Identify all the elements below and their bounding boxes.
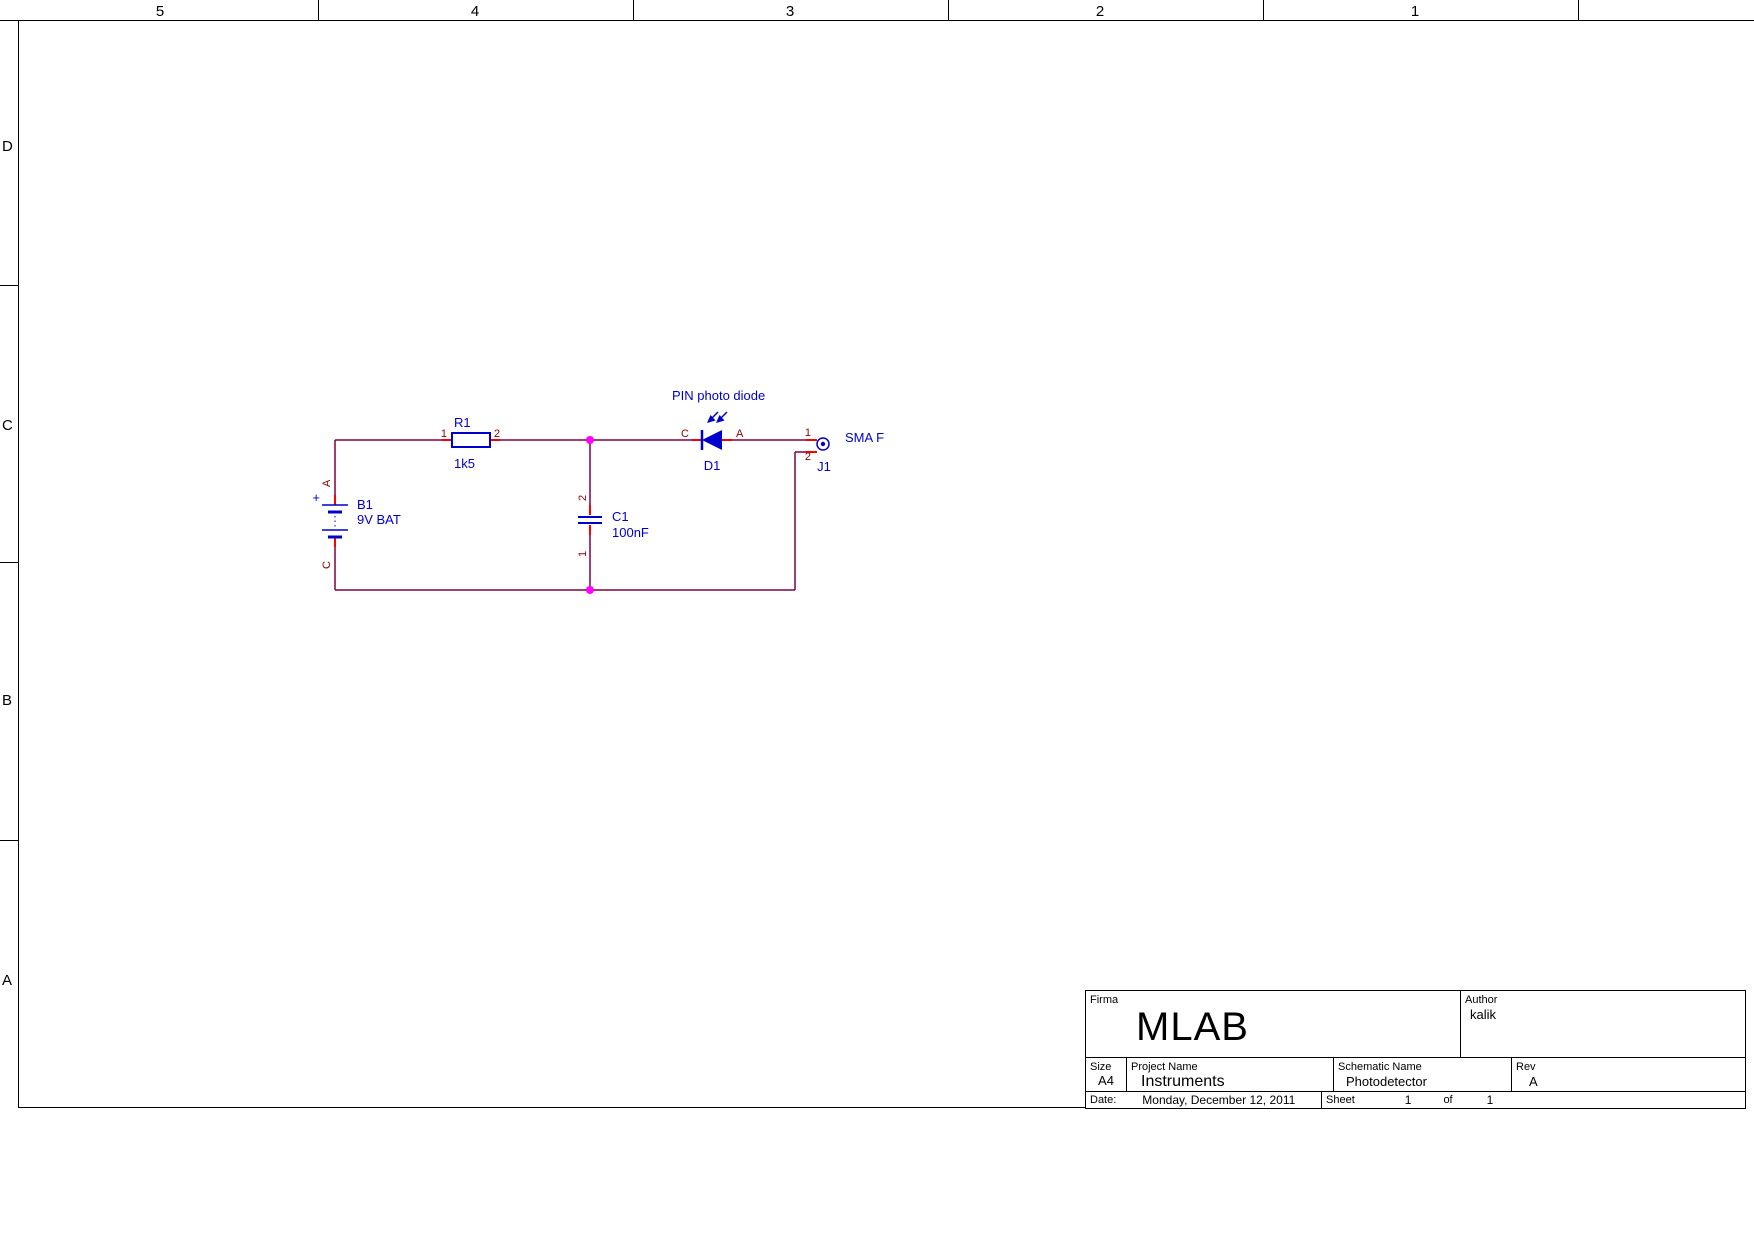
r1-pin2-label: 2 xyxy=(494,428,500,440)
c1-pin1-label: 1 xyxy=(577,551,589,557)
r1-pin1-label: 1 xyxy=(441,428,447,440)
pin-labels: 1 2 A C 2 1 C A 1 2 xyxy=(321,427,811,569)
b1-pin-a-label: A xyxy=(321,479,333,487)
date-cell: Date: Monday, December 12, 2011 xyxy=(1086,1092,1321,1108)
d1-triangle xyxy=(702,430,722,450)
frame-row-label-b: B xyxy=(2,692,12,709)
author-label: Author xyxy=(1465,994,1498,1006)
frame-col-label-1: 1 xyxy=(1411,3,1419,20)
schematic-name: Photodetector xyxy=(1346,1074,1427,1089)
c1-value: 100nF xyxy=(612,525,649,540)
frame-row-label-c: C xyxy=(2,417,13,434)
firma-cell: Firma MLAB xyxy=(1086,991,1460,1057)
j1-coax-center xyxy=(820,441,826,447)
junction-dot-top xyxy=(586,436,594,444)
j1-pin2-label: 2 xyxy=(805,451,811,463)
c1-refdes: C1 xyxy=(612,509,629,524)
title-block: Firma MLAB Author kalik Size A4 Project … xyxy=(1085,990,1746,1109)
b1-pin-c-label: C xyxy=(321,561,333,569)
project-cell: Project Name Instruments xyxy=(1126,1058,1333,1091)
schematic-name-label: Schematic Name xyxy=(1338,1061,1422,1073)
j1-value: SMA F xyxy=(845,430,884,445)
junction-dot-bottom xyxy=(586,586,594,594)
d1-photodiode-symbol xyxy=(700,411,728,450)
r1-refdes: R1 xyxy=(454,415,471,430)
d1-light-arrows-icon xyxy=(707,411,728,423)
date-label: Date: xyxy=(1090,1094,1117,1106)
b1-refdes: B1 xyxy=(357,497,373,512)
j1-refdes: J1 xyxy=(817,459,831,474)
c1-pin2-label: 2 xyxy=(577,495,589,501)
project-name: Instruments xyxy=(1141,1073,1225,1090)
size-label: Size xyxy=(1090,1061,1112,1073)
j1-pin1-label: 1 xyxy=(805,427,811,439)
title-block-row-date: Date: Monday, December 12, 2011 Sheet 1 … xyxy=(1086,1092,1745,1108)
frame-col-label-4: 4 xyxy=(471,3,479,20)
b1-battery-symbol xyxy=(322,504,348,539)
j1-connector-symbol xyxy=(816,437,830,451)
title-block-row-project: Size A4 Project Name Instruments Schemat… xyxy=(1086,1058,1745,1092)
frame-row-labels: D C B A xyxy=(2,138,13,989)
r1-resistor-body xyxy=(451,432,491,448)
rev-value: A xyxy=(1529,1074,1538,1089)
frame-row-label-a: A xyxy=(2,972,12,989)
frame-row-label-d: D xyxy=(2,138,13,155)
component-labels: R1 1k5 B1 9V BAT + C1 100nF D1 PIN photo… xyxy=(312,388,884,540)
sheet-label: Sheet xyxy=(1326,1094,1355,1106)
sheet-number: 1 xyxy=(1404,1093,1412,1107)
frame-column-labels: 5 4 3 2 1 xyxy=(156,3,1419,20)
b1-value: 9V BAT xyxy=(357,512,401,527)
author-name: kalik xyxy=(1470,1007,1497,1022)
light-arrow-head xyxy=(707,415,716,423)
d1-note: PIN photo diode xyxy=(672,388,765,403)
light-arrow-head xyxy=(716,415,725,423)
company-name: MLAB xyxy=(1136,1005,1249,1049)
frame-col-label-5: 5 xyxy=(156,3,164,20)
sheet-total: 1 xyxy=(1486,1093,1494,1107)
schematic-name-cell: Schematic Name Photodetector xyxy=(1333,1058,1511,1091)
date-value: Monday, December 12, 2011 xyxy=(1142,1093,1296,1107)
title-block-row-company: Firma MLAB Author kalik xyxy=(1086,991,1745,1058)
frame-col-label-3: 3 xyxy=(786,3,794,20)
drawing-frame xyxy=(0,0,1754,1108)
pin-stubs xyxy=(334,439,817,547)
firma-label: Firma xyxy=(1090,994,1119,1006)
b1-plus-sign: + xyxy=(312,490,320,505)
rev-label: Rev xyxy=(1516,1061,1536,1073)
d1-cathode-label: C xyxy=(681,428,689,440)
net-wires xyxy=(334,439,806,591)
sheet-cell: Sheet 1 of 1 xyxy=(1321,1092,1745,1108)
project-label: Project Name xyxy=(1131,1061,1198,1073)
d1-refdes: D1 xyxy=(704,458,721,473)
size-value: A4 xyxy=(1098,1073,1114,1088)
author-cell: Author kalik xyxy=(1460,991,1745,1057)
size-cell: Size A4 xyxy=(1086,1058,1126,1091)
frame-col-label-2: 2 xyxy=(1096,3,1104,20)
rev-cell: Rev A xyxy=(1511,1058,1745,1091)
r1-value: 1k5 xyxy=(454,456,475,471)
d1-anode-label: A xyxy=(736,428,744,440)
sheet-of-label: of xyxy=(1443,1094,1453,1106)
c1-capacitor-symbol xyxy=(578,516,602,524)
